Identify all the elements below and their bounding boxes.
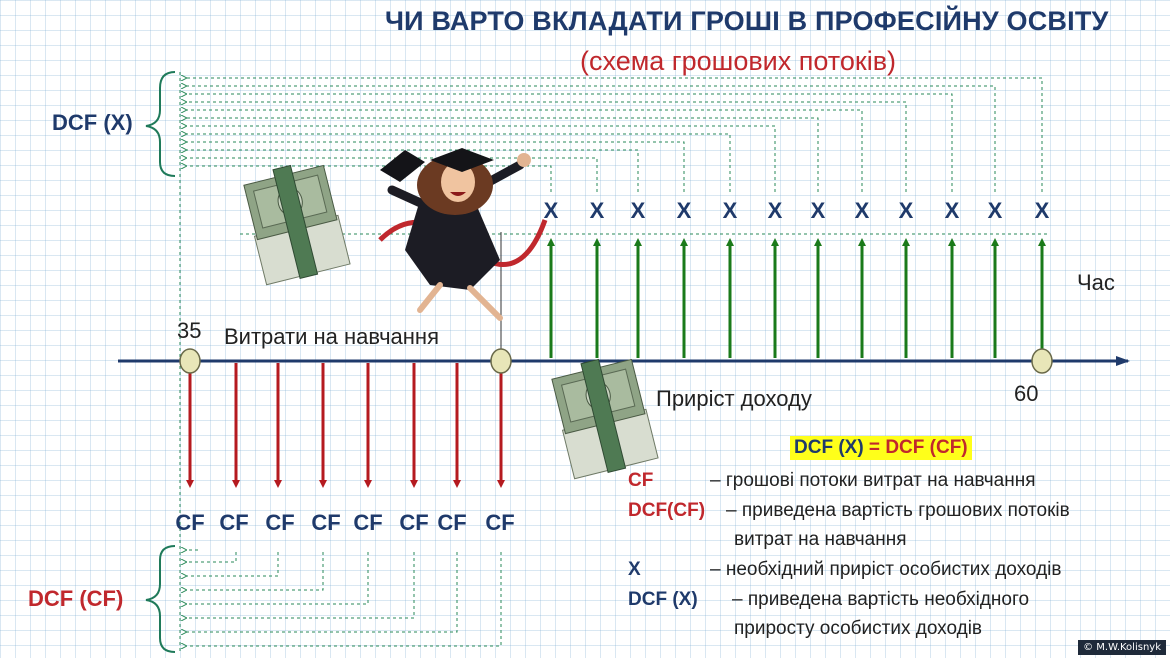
legend-text: – приведена вартість необхідного <box>732 589 1030 610</box>
x-label: X <box>898 198 914 223</box>
formula-left: DCF (X) <box>794 437 864 458</box>
cf-label: CF <box>265 510 295 535</box>
x-label: X <box>676 198 692 223</box>
legend-row: DCF(CF) – приведена вартість грошових пот… <box>628 500 1070 522</box>
money-stack-icon <box>243 164 351 286</box>
time-label: Час <box>1077 270 1115 295</box>
cf-label: CF <box>219 510 249 535</box>
cf-label: CF <box>399 510 429 535</box>
age-end-label: 60 <box>1014 381 1039 406</box>
age-start-label: 35 <box>177 318 202 343</box>
formula-eq: = <box>863 437 886 458</box>
legend-row: CF – грошові потоки витрат на навчання <box>628 470 1036 492</box>
cf-arrows <box>186 363 505 488</box>
discount-lines-cf <box>186 550 502 646</box>
legend-text: – необхідний приріст особистих доходів <box>710 559 1062 580</box>
dcf-x-label: DCF (X) <box>52 110 133 135</box>
cf-label: CF <box>353 510 383 535</box>
node-education-end <box>490 348 512 374</box>
legend-text: – приведена вартість грошових потоків <box>726 500 1070 521</box>
money-stack-icon-2 <box>551 358 659 480</box>
page-title: ЧИ ВАРТО ВКЛАДАТИ ГРОШІ В ПРОФЕСІЙНУ ОСВ… <box>385 6 1109 36</box>
x-label: X <box>810 198 826 223</box>
x-label: X <box>589 198 605 223</box>
x-label: X <box>722 198 738 223</box>
copyright-badge: © M.W.Kolisnyk <box>1078 640 1166 655</box>
node-age-60 <box>1031 348 1053 374</box>
brace-dcf-x <box>145 71 176 177</box>
cf-label: CF <box>175 510 205 535</box>
legend-row: приросту особистих доходів <box>734 618 982 640</box>
graduate-illustration <box>378 148 548 321</box>
legend-key: DCF(CF) <box>628 500 706 521</box>
x-label: X <box>944 198 960 223</box>
legend-key: X <box>628 559 641 580</box>
costs-label: Витрати на навчання <box>224 324 439 349</box>
page-subtitle: (схема грошових потоків) <box>580 46 897 76</box>
x-label: X <box>767 198 783 223</box>
formula-right: DCF (CF) <box>885 437 968 458</box>
node-age-35 <box>179 348 201 374</box>
legend-key: DCF (X) <box>628 589 698 610</box>
formula-box: DCF (X) = DCF (CF) <box>790 436 972 460</box>
cf-label: CF <box>437 510 467 535</box>
x-label: X <box>854 198 870 223</box>
brace-dcf-cf <box>145 545 176 653</box>
legend-text: – грошові потоки витрат на навчання <box>710 470 1036 491</box>
legend-text: приросту особистих доходів <box>734 618 983 639</box>
x-arrows <box>547 238 1046 358</box>
cf-label: CF <box>485 510 515 535</box>
x-label: X <box>543 198 559 223</box>
x-label: X <box>1034 198 1050 223</box>
legend-key: CF <box>628 470 654 491</box>
dcf-cf-label: DCF (CF) <box>28 586 124 611</box>
discount-lines-x <box>186 78 1043 192</box>
legend-row: DCF (X) – приведена вартість необхідного <box>628 589 1029 611</box>
legend-text: витрат на навчання <box>734 529 907 550</box>
income-label: Приріст доходу <box>656 386 812 411</box>
x-label: X <box>987 198 1003 223</box>
x-label: X <box>630 198 646 223</box>
legend-row: витрат на навчання <box>734 529 906 551</box>
legend-row: X – необхідний приріст особистих доходів <box>628 559 1061 581</box>
cf-label: CF <box>311 510 341 535</box>
